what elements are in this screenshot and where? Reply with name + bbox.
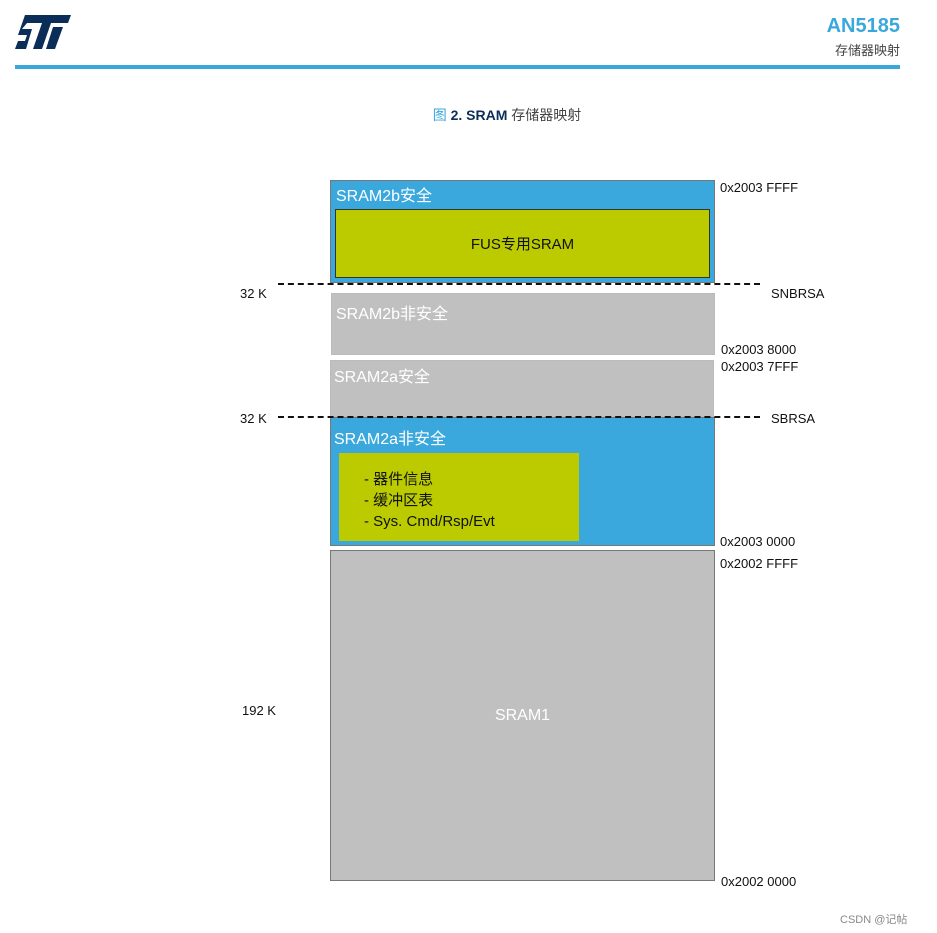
list-item: - 缓冲区表 xyxy=(364,492,434,509)
caption-bold: SRAM xyxy=(466,107,508,123)
address-label: 0x2002 FFFF xyxy=(720,556,799,571)
sram2a-content-block xyxy=(339,453,579,541)
sbrsa-line xyxy=(278,416,760,418)
sram1-label: SRAM1 xyxy=(494,706,551,724)
document-id: AN5185 xyxy=(826,15,900,37)
size-label: 32 K xyxy=(240,411,267,426)
caption-text: 存储器映射 xyxy=(511,107,582,123)
figure-caption: 图 2. SRAM 存储器映射 xyxy=(0,105,937,125)
sram2a-nonsecure-label: SRAM2a非安全 xyxy=(334,431,447,448)
sram2a-item-list: - 器件信息 - 缓冲区表 - Sys. Cmd/Rsp/Evt xyxy=(364,469,495,532)
list-item: - Sys. Cmd/Rsp/Evt xyxy=(364,513,495,530)
caption-prefix: 图 xyxy=(432,107,447,123)
st-logo xyxy=(15,15,71,49)
sram2a-secure-label: SRAM2a安全 xyxy=(334,369,431,386)
caption-number: 2. xyxy=(450,107,463,123)
list-item: - 器件信息 xyxy=(364,471,434,488)
fus-label: FUS专用SRAM xyxy=(470,236,575,253)
marker-label: SNBRSA xyxy=(771,286,825,301)
address-label: 0x2003 7FFF xyxy=(721,359,799,374)
sram1-block: SRAM1 xyxy=(330,550,715,881)
size-label: 32 K xyxy=(240,286,267,301)
sram2b-secure-label: SRAM2b安全 xyxy=(336,188,433,205)
address-label: 0x2003 8000 xyxy=(721,342,797,357)
size-label: 192 K xyxy=(242,703,276,718)
marker-label: SBRSA xyxy=(771,411,816,426)
section-title: 存储器映射 xyxy=(834,43,900,58)
sram2b-nonsecure-label: SRAM2b非安全 xyxy=(336,306,449,323)
watermark: CSDN @记帖 xyxy=(840,914,908,926)
address-label: 0x2003 0000 xyxy=(720,534,796,549)
address-label: 0x2003 FFFF xyxy=(720,180,799,195)
sram2b-nonsecure-block xyxy=(331,293,715,355)
header-rule xyxy=(15,65,900,69)
snbrsa-line xyxy=(278,283,760,285)
address-label: 0x2002 0000 xyxy=(721,874,797,889)
fus-block: FUS专用SRAM xyxy=(335,209,710,278)
